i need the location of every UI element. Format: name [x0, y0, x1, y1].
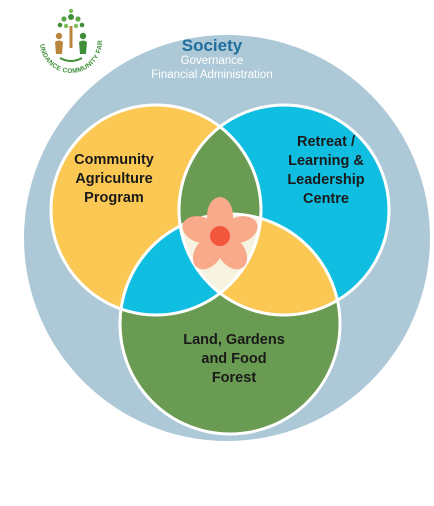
land-label: Land, Gardens and Food Forest [183, 332, 285, 386]
agriculture-label: Community Agriculture Program [74, 152, 154, 206]
flower-icon [182, 197, 258, 270]
svg-text:Learning &: Learning & [288, 153, 364, 169]
tree-with-people-icon [55, 8, 87, 62]
society-title: Society [182, 36, 243, 55]
retreat-label: Retreat / Learning & Leadership Centre [287, 134, 364, 207]
svg-text:Community: Community [74, 152, 154, 168]
society-governance: Governance [181, 55, 244, 67]
svg-text:and Food: and Food [201, 351, 266, 367]
agriculture-outline [49, 103, 263, 317]
agriculture-land-overlap [120, 214, 261, 315]
logo: ABUNDANCE COMMUNITY FARM [0, 0, 113, 84]
svg-text:Centre: Centre [303, 191, 349, 207]
svg-text:Retreat /: Retreat / [297, 134, 355, 150]
svg-text:Program: Program [84, 190, 144, 206]
society-financial-administration: Financial Administration [151, 69, 272, 81]
svg-text:Forest: Forest [212, 370, 256, 386]
svg-text:Agriculture: Agriculture [75, 171, 152, 187]
svg-text:Leadership: Leadership [287, 172, 364, 188]
svg-text:Land, Gardens: Land, Gardens [183, 332, 285, 348]
retreat-land-overlap [179, 214, 340, 315]
retreat-outline [177, 103, 391, 317]
